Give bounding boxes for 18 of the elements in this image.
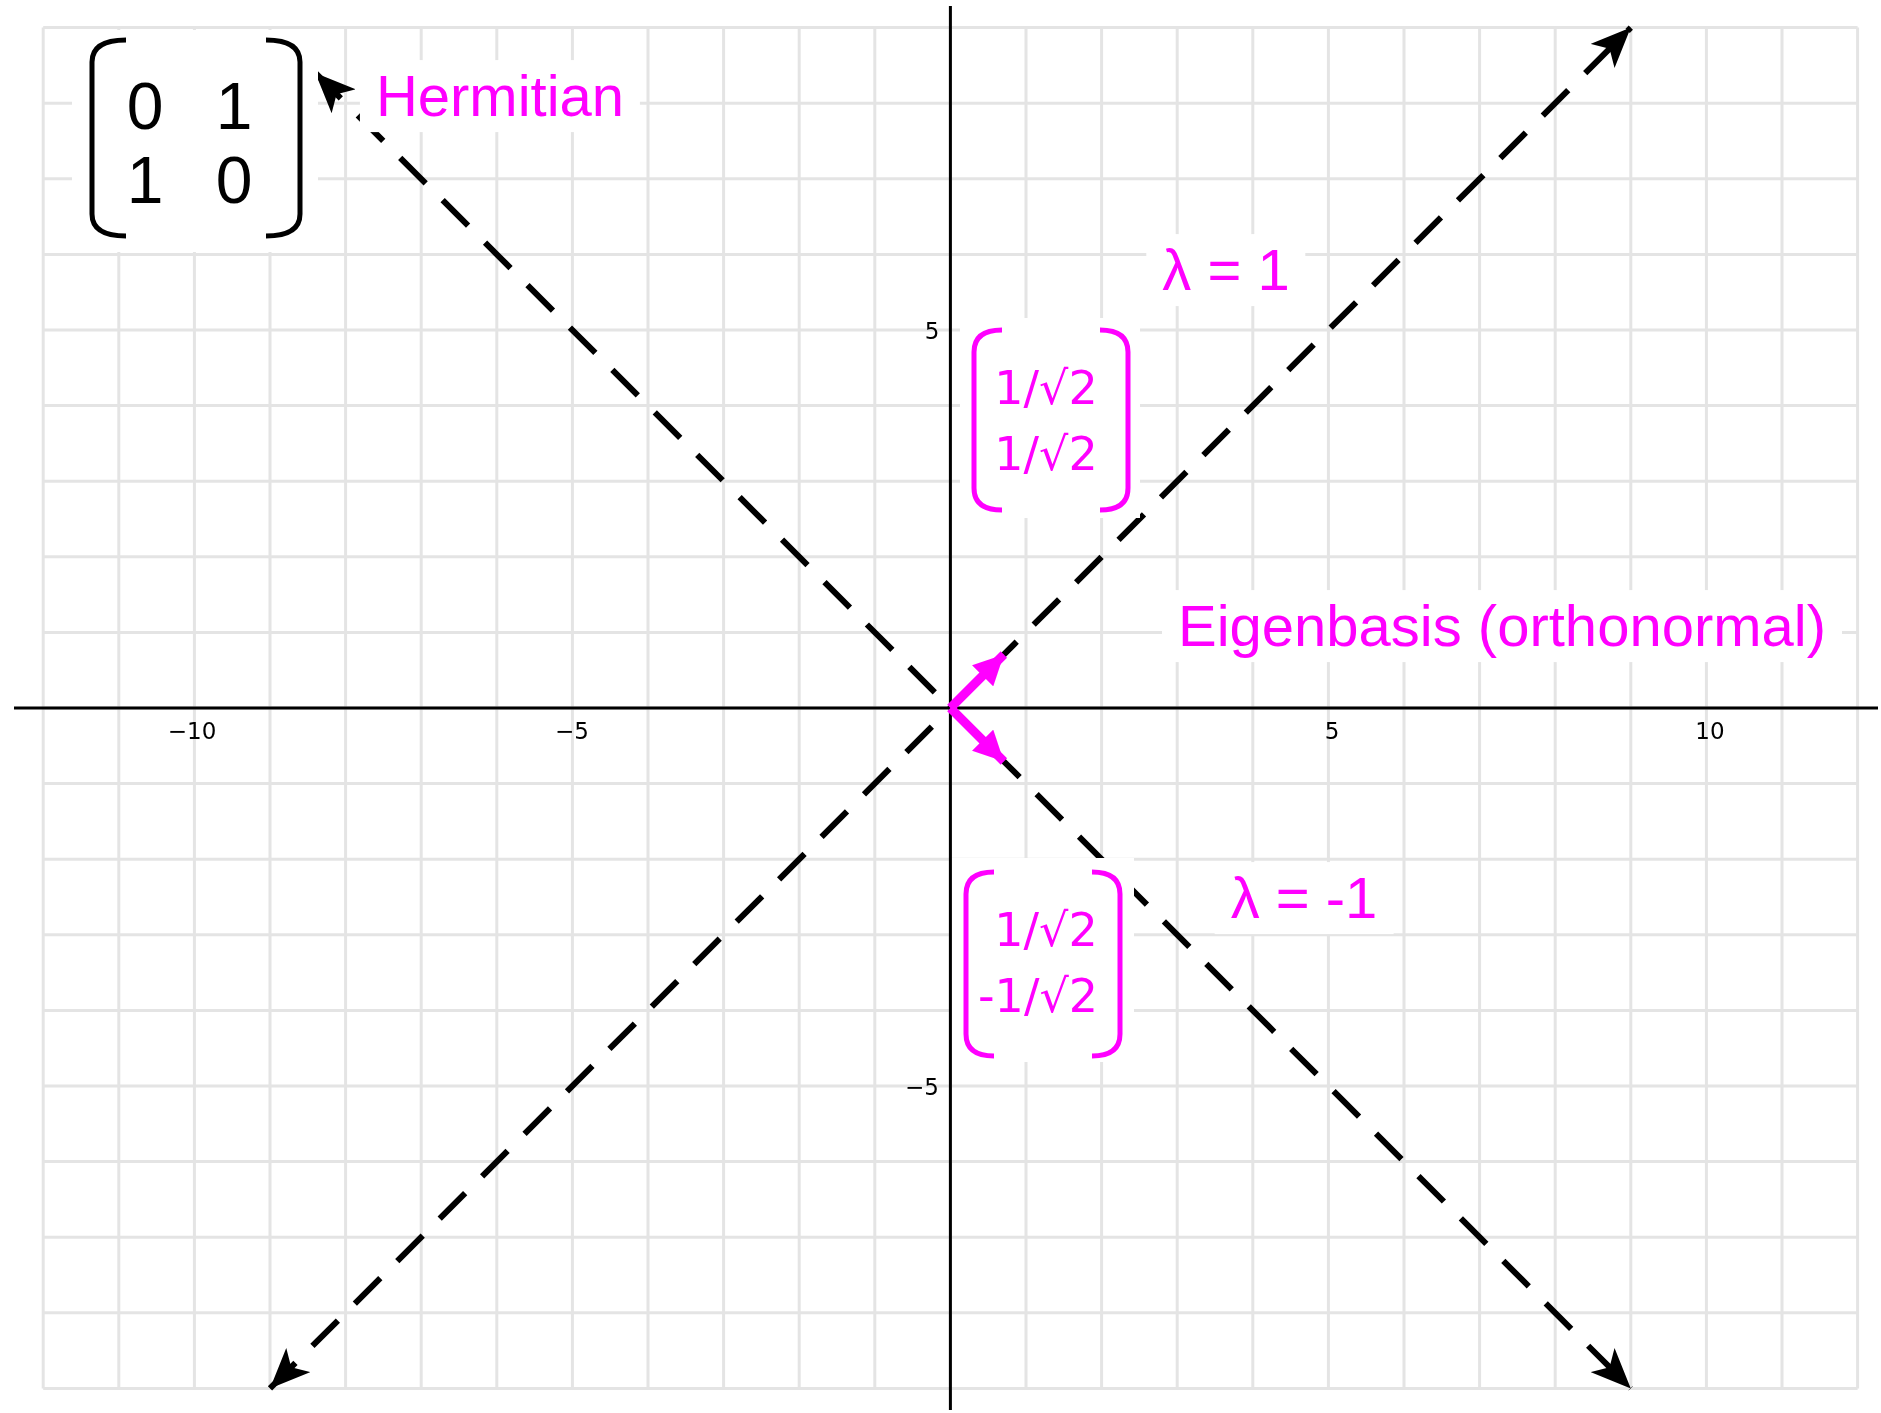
- matrix-entry: 1: [126, 143, 164, 217]
- annotation-label: λ = -1: [1214, 862, 1394, 934]
- tick-label: −5: [555, 719, 589, 745]
- tick-label: 10: [1695, 719, 1725, 745]
- tick-label: −10: [167, 719, 217, 745]
- matrix-entry: 0: [126, 69, 164, 143]
- vector-component: 1/√2: [994, 428, 1098, 480]
- annotation-label: Eigenbasis (orthonormal): [1162, 590, 1842, 662]
- annotation-label: λ = 1: [1146, 234, 1306, 306]
- matrix-entry: 1: [215, 69, 253, 143]
- vector-component: 1/√2: [994, 362, 1098, 414]
- annotation-label: Hermitian: [359, 60, 641, 132]
- tick-label: 5: [1324, 719, 1340, 745]
- tick-label: −5: [905, 1075, 939, 1101]
- tick-label: 5: [924, 319, 940, 345]
- vector-component: -1/√2: [978, 970, 1098, 1022]
- vector-component: 1/√2: [994, 904, 1098, 956]
- matrix-entry: 0: [215, 143, 253, 217]
